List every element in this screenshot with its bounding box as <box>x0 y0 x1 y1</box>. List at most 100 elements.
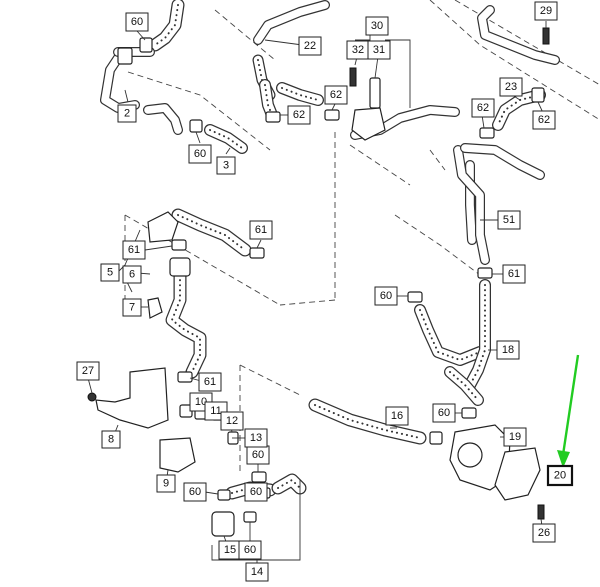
bolt-32 <box>349 67 357 87</box>
label-60e: 60 <box>246 445 270 465</box>
svg-text:62: 62 <box>538 114 550 126</box>
label-62d: 62 <box>532 110 556 130</box>
clamp-62a <box>265 111 281 123</box>
clamp-62b <box>324 109 340 121</box>
svg-text:11: 11 <box>210 405 221 417</box>
label-32: 32 <box>346 40 370 60</box>
connector-6 <box>169 257 191 277</box>
label-62a: 62 <box>287 105 311 125</box>
svg-text:26: 26 <box>538 527 550 539</box>
svg-text:61: 61 <box>508 268 520 280</box>
connector-5 <box>147 211 179 243</box>
svg-text:32: 32 <box>352 44 364 56</box>
clip-7 <box>147 297 163 319</box>
label-16: 16 <box>385 406 409 426</box>
svg-text:61: 61 <box>204 376 216 388</box>
label-23: 23 <box>499 77 523 97</box>
label-61b: 61 <box>249 220 273 240</box>
label-6: 6 <box>122 265 142 284</box>
label-60g: 60 <box>244 482 268 502</box>
label-12: 12 <box>220 411 244 431</box>
callout-arrow <box>557 354 580 468</box>
label-31: 31 <box>367 40 391 60</box>
sensor-31 <box>369 77 381 109</box>
label-7: 7 <box>122 298 142 317</box>
svg-text:60: 60 <box>438 407 450 419</box>
pump-bracket-20 <box>494 447 541 501</box>
bracket-8 <box>95 367 169 429</box>
clamp-61a <box>171 239 187 251</box>
pump-inlet <box>457 442 483 468</box>
label-60h: 60 <box>238 540 262 560</box>
svg-text:8: 8 <box>108 434 114 446</box>
label-27: 27 <box>76 361 100 381</box>
svg-text:15: 15 <box>224 544 236 556</box>
svg-text:60: 60 <box>380 290 392 302</box>
label-60f: 60 <box>183 482 207 502</box>
svg-text:29: 29 <box>540 5 552 17</box>
svg-text:62: 62 <box>330 89 342 101</box>
bracket-30 <box>351 107 386 141</box>
bolt-29 <box>542 27 550 45</box>
label-13: 13 <box>244 428 268 448</box>
svg-text:60: 60 <box>131 16 143 28</box>
svg-text:19: 19 <box>509 431 521 443</box>
svg-text:60: 60 <box>252 449 264 461</box>
svg-text:5: 5 <box>107 267 113 279</box>
svg-text:62: 62 <box>293 109 305 121</box>
svg-text:12: 12 <box>226 415 238 427</box>
label-18: 18 <box>496 340 520 360</box>
part-labels: 60 22 30 29 32 31 2 62 62 23 62 62 60 3 … <box>76 1 574 582</box>
clamp-62e <box>189 119 203 133</box>
svg-text:60: 60 <box>250 486 262 498</box>
svg-text:6: 6 <box>129 269 135 281</box>
svg-text:62: 62 <box>477 102 489 114</box>
svg-text:3: 3 <box>223 160 229 172</box>
label-15: 15 <box>218 540 242 560</box>
clamp-60c <box>407 291 423 303</box>
label-9: 9 <box>156 474 176 493</box>
bolt-27 <box>87 392 97 402</box>
svg-text:61: 61 <box>255 224 267 236</box>
clamp-60a <box>139 37 153 53</box>
svg-text:2: 2 <box>124 108 130 120</box>
svg-text:23: 23 <box>505 81 517 93</box>
label-20: 20 <box>546 464 574 487</box>
label-30: 30 <box>365 16 389 36</box>
svg-text:51: 51 <box>503 214 515 226</box>
fitting-15 <box>211 511 235 537</box>
clamp-61d <box>177 371 193 383</box>
svg-text:14: 14 <box>251 566 263 578</box>
svg-text:27: 27 <box>82 365 94 377</box>
svg-text:60: 60 <box>244 544 256 556</box>
clamp-16 <box>429 431 443 445</box>
label-19: 19 <box>503 427 527 447</box>
svg-text:16: 16 <box>391 410 403 422</box>
label-8: 8 <box>101 430 121 449</box>
label-26: 26 <box>532 523 556 543</box>
label-60b: 60 <box>188 144 212 164</box>
label-60c: 60 <box>374 286 398 306</box>
label-3: 3 <box>216 156 236 175</box>
svg-text:20: 20 <box>554 470 566 482</box>
svg-text:30: 30 <box>371 20 383 32</box>
svg-text:60: 60 <box>189 486 201 498</box>
svg-text:7: 7 <box>129 302 135 314</box>
clamp-61b <box>249 247 265 259</box>
label-61d: 61 <box>198 372 222 392</box>
label-61a: 61 <box>122 240 146 260</box>
label-2: 2 <box>117 104 137 123</box>
clamp-61c <box>477 267 493 279</box>
label-29: 29 <box>534 1 558 21</box>
svg-text:9: 9 <box>163 478 169 490</box>
clamp-62c <box>531 87 545 103</box>
fitting-2 <box>117 47 133 65</box>
label-51: 51 <box>497 210 521 230</box>
label-60a: 60 <box>125 12 149 32</box>
clamp-62d <box>479 127 495 139</box>
bolt-26 <box>537 504 545 520</box>
svg-text:18: 18 <box>502 344 514 356</box>
valve-9 <box>159 437 196 473</box>
label-60d: 60 <box>432 403 456 423</box>
